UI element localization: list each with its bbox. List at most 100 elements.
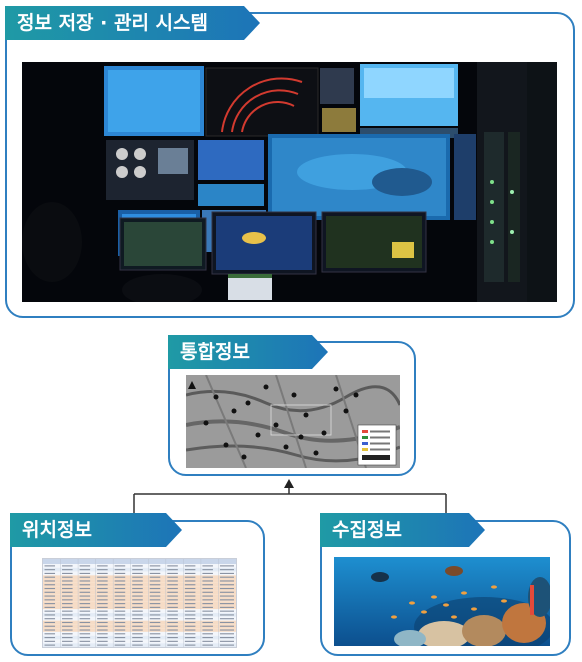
table-cell-text bbox=[149, 580, 161, 582]
table-cell-text bbox=[184, 644, 196, 646]
table-cell-text bbox=[202, 640, 213, 642]
table-cell-text bbox=[44, 591, 56, 593]
table-cell-text bbox=[79, 621, 91, 624]
table-cell-text bbox=[202, 584, 213, 586]
table-cell-text bbox=[79, 587, 91, 590]
table-cell-text bbox=[149, 633, 161, 635]
table-cell-text bbox=[132, 610, 143, 612]
table-cell-text bbox=[202, 587, 213, 590]
table-cell-text bbox=[149, 603, 161, 605]
table-cell-text bbox=[132, 595, 143, 597]
table-cell-text bbox=[184, 569, 196, 571]
table-cell-text bbox=[184, 637, 196, 639]
table-cell-text bbox=[167, 572, 178, 574]
table-cell-text bbox=[132, 572, 143, 574]
table-cell-text bbox=[219, 637, 234, 639]
table-cell-text bbox=[97, 576, 108, 578]
table-cell-text bbox=[62, 565, 73, 567]
table-cell-text bbox=[132, 614, 143, 616]
table-cell-text bbox=[167, 587, 178, 590]
table-cell-text bbox=[184, 599, 196, 601]
table-cell-text bbox=[149, 614, 161, 616]
table-cell-text bbox=[97, 584, 108, 586]
table-cell-text bbox=[114, 618, 126, 620]
table-cell-text bbox=[114, 595, 126, 597]
table-cell-text bbox=[114, 614, 126, 616]
table-cell-text bbox=[149, 637, 161, 639]
table-cell-text bbox=[184, 614, 196, 616]
table-cell-text bbox=[132, 591, 143, 593]
table-cell-text bbox=[79, 614, 91, 616]
table-cell-text bbox=[219, 621, 234, 624]
table-cell-text bbox=[149, 576, 161, 578]
table-cell-text bbox=[97, 633, 108, 635]
table-cell-text bbox=[167, 595, 178, 597]
table-cell-text bbox=[132, 621, 143, 624]
table-cell-text bbox=[79, 640, 91, 642]
table-cell-text bbox=[79, 569, 91, 571]
position-info-tag: 위치정보 bbox=[10, 513, 182, 547]
table-cell-text bbox=[79, 629, 91, 631]
table-cell-text bbox=[114, 637, 126, 639]
table-cell-text bbox=[219, 599, 234, 601]
table-cell-text bbox=[97, 621, 108, 624]
table-cell-text bbox=[167, 625, 178, 627]
table-cell-text bbox=[62, 610, 73, 612]
table-cell-text bbox=[219, 629, 234, 631]
table-cell-text bbox=[44, 610, 56, 612]
table-cell-text bbox=[167, 576, 178, 578]
table-cell-text bbox=[132, 640, 143, 642]
table-cell-text bbox=[202, 576, 213, 578]
table-cell-text bbox=[167, 599, 178, 601]
table-cell-text bbox=[97, 599, 108, 601]
table-cell-text bbox=[202, 618, 213, 620]
table-cell-text bbox=[219, 580, 234, 582]
table-cell-text bbox=[202, 603, 213, 605]
table-cell-text bbox=[62, 603, 73, 605]
table-cell-text bbox=[184, 595, 196, 597]
table-cell-text bbox=[167, 584, 178, 586]
integrated-map bbox=[186, 375, 400, 468]
table-cell-text bbox=[62, 599, 73, 601]
table-cell-text bbox=[97, 610, 108, 612]
table-cell-text bbox=[114, 587, 126, 590]
table-cell-text bbox=[149, 610, 161, 612]
integrated-info-title: 통합정보 bbox=[180, 341, 250, 363]
table-cell-text bbox=[62, 584, 73, 586]
table-cell-text bbox=[62, 591, 73, 593]
table-cell-text bbox=[44, 569, 56, 571]
table-cell-text bbox=[44, 621, 56, 624]
collection-info-tag: 수집정보 bbox=[320, 513, 485, 547]
table-cell-text bbox=[202, 580, 213, 582]
table-cell-text bbox=[114, 569, 126, 571]
table-cell-text bbox=[79, 591, 91, 593]
table-cell-text bbox=[79, 576, 91, 578]
table-cell-text bbox=[184, 572, 196, 574]
table-cell-text bbox=[219, 587, 234, 590]
integrated-info-tag: 통합정보 bbox=[168, 335, 328, 369]
table-cell-text bbox=[184, 629, 196, 631]
table-cell-text bbox=[44, 633, 56, 635]
table-cell-text bbox=[219, 591, 234, 593]
table-cell-text bbox=[149, 584, 161, 586]
table-cell-text bbox=[114, 621, 126, 624]
table-cell-text bbox=[149, 572, 161, 574]
coral-reef-photo bbox=[334, 557, 550, 646]
table-cell-text bbox=[219, 633, 234, 635]
position-data-table bbox=[42, 558, 237, 648]
table-cell-text bbox=[132, 637, 143, 639]
table-cell-text bbox=[132, 644, 143, 646]
table-cell-text bbox=[62, 637, 73, 639]
table-cell-text bbox=[97, 629, 108, 631]
table-cell-text bbox=[184, 633, 196, 635]
table-cell-text bbox=[149, 595, 161, 597]
table-cell-text bbox=[79, 625, 91, 627]
table-cell-text bbox=[202, 591, 213, 593]
table-cell-text bbox=[79, 565, 91, 567]
table-cell-text bbox=[149, 569, 161, 571]
table-cell-text bbox=[202, 644, 213, 646]
table-cell-text bbox=[62, 625, 73, 627]
table-cell-text bbox=[114, 580, 126, 582]
table-cell-text bbox=[167, 591, 178, 593]
table-cell-text bbox=[167, 640, 178, 642]
